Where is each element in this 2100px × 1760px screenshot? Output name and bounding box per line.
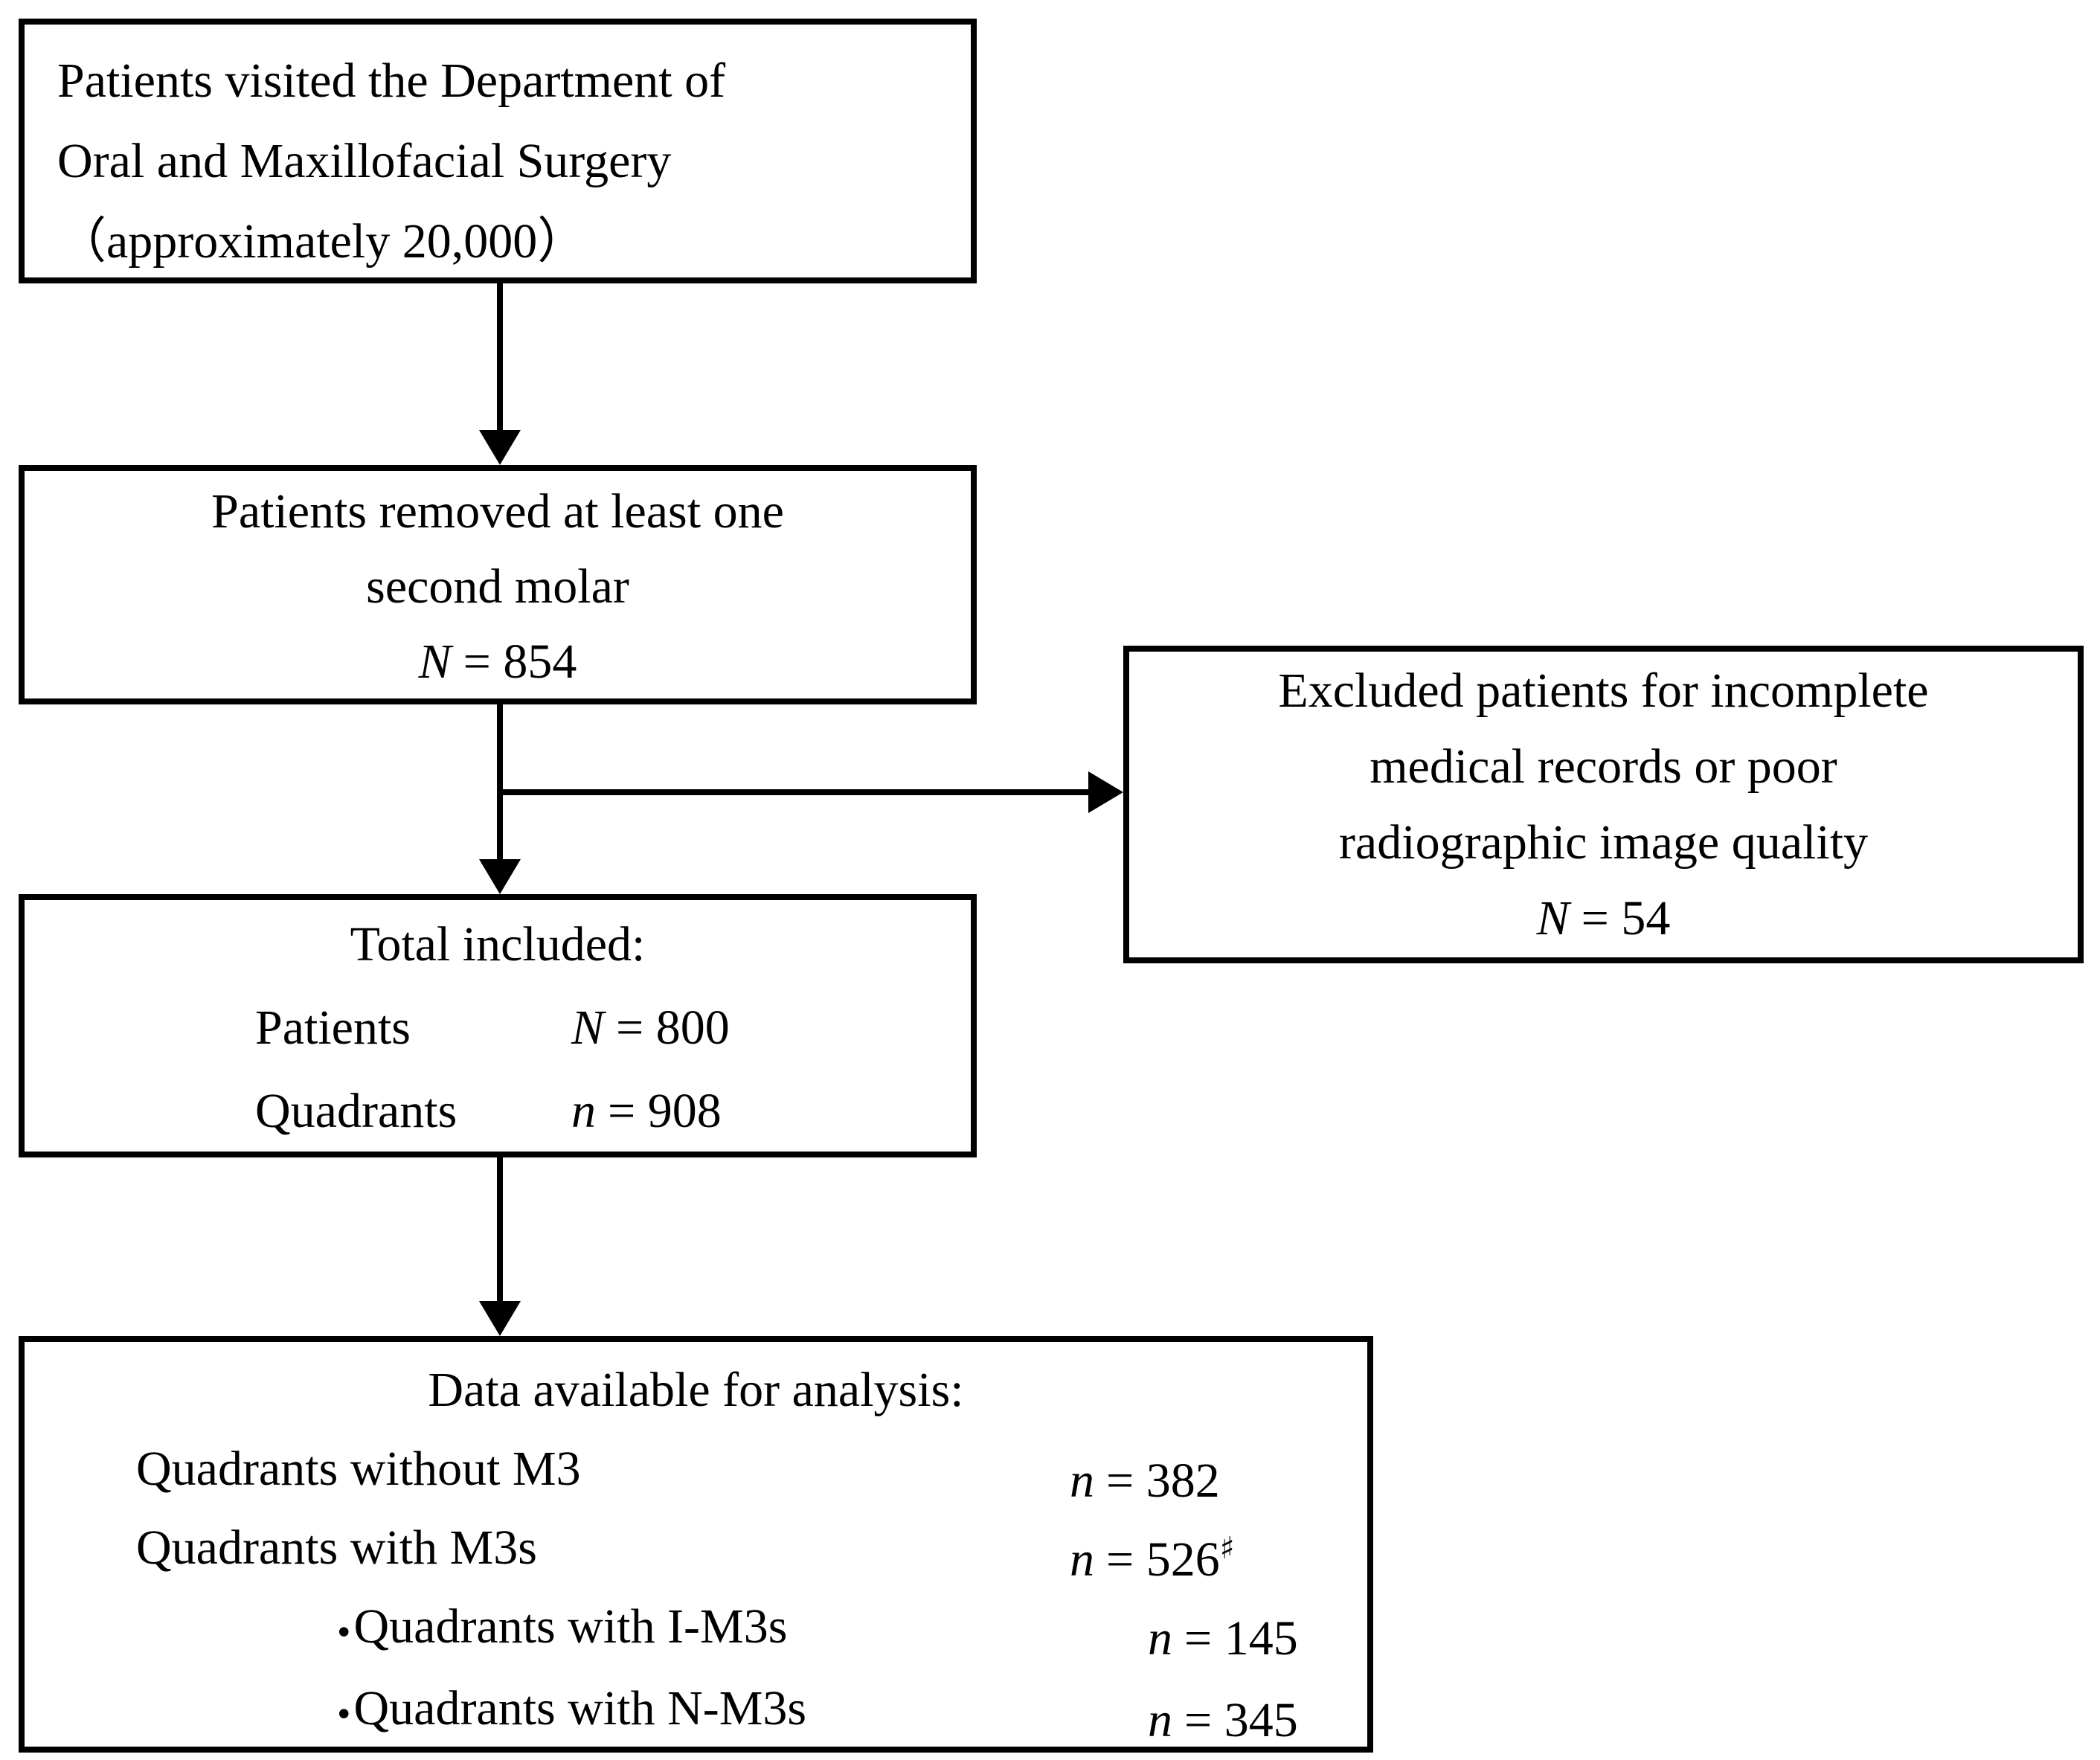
analysis-row-n-m3s-label: Quadrants with N-M3s bbox=[353, 1681, 807, 1735]
analysis-row-without-m3-label: Quadrants without M3 bbox=[136, 1442, 581, 1496]
analysis-row-n-m3s-num: = 345 bbox=[1184, 1693, 1298, 1747]
total-row-quadrants-value: = 908 bbox=[608, 1084, 722, 1138]
bullet-icon: • bbox=[337, 1692, 351, 1735]
removed-line-1: Patients removed at least one bbox=[211, 484, 784, 539]
flow-box-excluded-patients: Excluded patients for incomplete medical… bbox=[1123, 646, 2084, 963]
arrow-branch-right-head-icon bbox=[1088, 771, 1123, 813]
total-row-patients-value: = 800 bbox=[616, 1001, 730, 1055]
analysis-row-without-m3-var: n bbox=[1070, 1454, 1094, 1508]
visited-line-3: （approximately 20,000） bbox=[57, 214, 587, 269]
analysis-row-with-m3s: Quadrants with M3s n= 526♯ bbox=[25, 1509, 1367, 1587]
analysis-row-with-m3s-num: = 526 bbox=[1106, 1532, 1220, 1587]
excluded-line-2: medical records or poor bbox=[1370, 739, 1837, 794]
total-row-quadrants-label: Quadrants bbox=[255, 1084, 457, 1138]
analysis-row-n-m3s: •Quadrants with N-M3s n= 345 bbox=[25, 1669, 1367, 1751]
bullet-icon: • bbox=[337, 1610, 351, 1654]
flow-box-patients-visited: Patients visited the Department of Oral … bbox=[19, 19, 977, 283]
analysis-row-i-m3s: •Quadrants with I-M3s n= 145 bbox=[25, 1587, 1367, 1669]
analysis-row-n-m3s-var: n bbox=[1148, 1693, 1172, 1747]
arrow-down-3-line bbox=[497, 1157, 503, 1303]
arrow-down-1-line bbox=[497, 283, 503, 432]
arrow-branch-right-line bbox=[497, 789, 1089, 795]
arrow-down-2-head-icon bbox=[479, 859, 521, 894]
analysis-row-i-m3s-label: Quadrants with I-M3s bbox=[353, 1599, 788, 1654]
analysis-row-without-m3-value: n= 382 bbox=[1070, 1430, 1220, 1520]
total-row-patients: Patients N= 800 bbox=[25, 986, 971, 1070]
total-title: Total included: bbox=[350, 917, 646, 971]
analysis-row-i-m3s-value: n= 145 bbox=[1148, 1587, 1298, 1678]
analysis-row-without-m3-num: = 382 bbox=[1106, 1454, 1220, 1508]
analysis-row-with-m3s-sup: ♯ bbox=[1219, 1530, 1235, 1566]
removed-n-var: N bbox=[418, 635, 452, 689]
excluded-count: N= 54 bbox=[1129, 881, 2078, 957]
analysis-row-i-m3s-num: = 145 bbox=[1184, 1611, 1298, 1666]
arrow-down-2-line bbox=[497, 704, 503, 861]
total-row-quadrants: Quadrants n= 908 bbox=[25, 1070, 971, 1153]
excluded-line-3: radiographic image quality bbox=[1338, 815, 1869, 870]
flow-box-data-analysis: Data available for analysis: Quadrants w… bbox=[19, 1336, 1373, 1753]
visited-line-2: Oral and Maxillofacial Surgery bbox=[57, 134, 672, 188]
excluded-n-value: = 54 bbox=[1581, 891, 1671, 945]
excluded-n-var: N bbox=[1536, 891, 1570, 945]
total-row-quadrants-var: n bbox=[571, 1084, 596, 1138]
analysis-row-with-m3s-var: n bbox=[1070, 1532, 1094, 1587]
arrow-down-3-head-icon bbox=[479, 1301, 521, 1336]
total-row-patients-label: Patients bbox=[255, 1001, 411, 1055]
removed-line-2: second molar bbox=[366, 559, 629, 614]
total-row-patients-var: N bbox=[571, 1001, 605, 1055]
arrow-down-1-head-icon bbox=[479, 430, 521, 465]
flow-box-removed-second-molar: Patients removed at least one second mol… bbox=[19, 465, 977, 704]
analysis-row-with-m3s-label: Quadrants with M3s bbox=[136, 1520, 537, 1575]
removed-count: N= 854 bbox=[25, 624, 971, 699]
excluded-line-1: Excluded patients for incomplete bbox=[1278, 664, 1929, 718]
removed-n-value: = 854 bbox=[463, 635, 577, 689]
analysis-row-without-m3: Quadrants without M3 n= 382 bbox=[25, 1430, 1367, 1509]
visited-line-1: Patients visited the Department of bbox=[57, 54, 726, 108]
analysis-title: Data available for analysis: bbox=[428, 1363, 964, 1417]
analysis-row-i-m3s-var: n bbox=[1148, 1611, 1172, 1666]
analysis-row-with-m3s-value: n= 526♯ bbox=[1070, 1509, 1235, 1599]
flow-box-total-included: Total included: Patients N= 800 Quadrants… bbox=[19, 894, 977, 1157]
analysis-row-n-m3s-value: n= 345 bbox=[1148, 1669, 1298, 1760]
